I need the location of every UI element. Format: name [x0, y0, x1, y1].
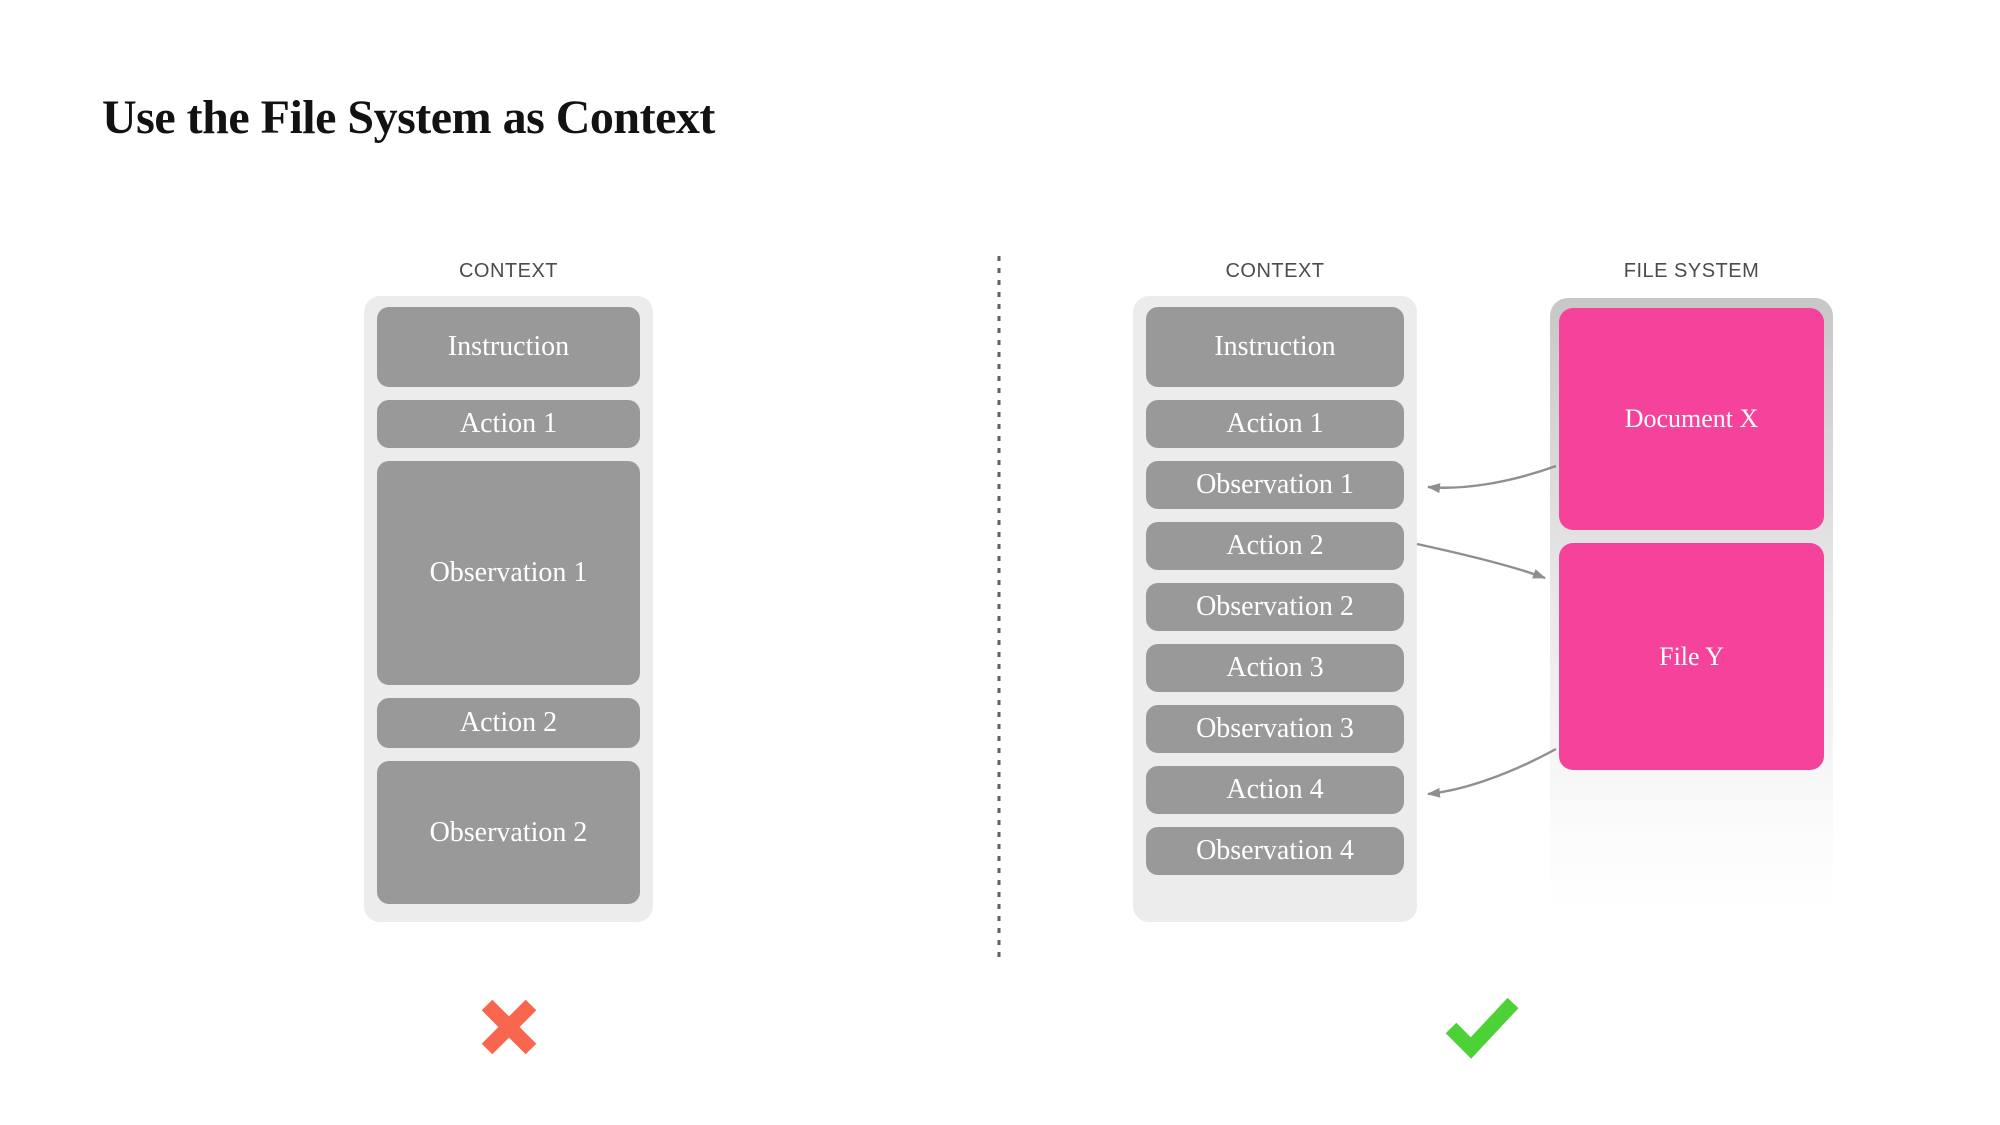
file-system-panel: Document X File Y: [1550, 298, 1833, 915]
cross-icon: [481, 999, 537, 1055]
left-box-instruction: Instruction: [377, 307, 640, 387]
right-box-observation-3: Observation 3: [1146, 705, 1404, 753]
arrow-file-y-to-action-4: [1427, 747, 1557, 798]
right-context-panel: Instruction Action 1 Observation 1 Actio…: [1133, 296, 1417, 922]
check-icon: [1445, 997, 1519, 1059]
file-system-box-document-x: Document X: [1559, 308, 1824, 530]
right-box-action-3: Action 3: [1146, 644, 1404, 692]
arrow-document-x-to-observation-1: [1427, 464, 1557, 494]
right-box-observation-4: Observation 4: [1146, 827, 1404, 875]
file-system-header: FILE SYSTEM: [1623, 260, 1760, 282]
right-context-header: CONTEXT: [1225, 260, 1325, 282]
right-box-action-4: Action 4: [1146, 766, 1404, 814]
left-box-action-1: Action 1: [377, 400, 640, 448]
right-box-instruction: Instruction: [1146, 307, 1404, 387]
left-box-observation-1: Observation 1: [377, 461, 640, 685]
right-box-observation-2: Observation 2: [1146, 583, 1404, 631]
file-system-box-file-y: File Y: [1559, 543, 1824, 770]
left-context-panel: Instruction Action 1 Observation 1 Actio…: [364, 296, 653, 922]
left-box-action-2: Action 2: [377, 698, 640, 748]
left-box-observation-2: Observation 2: [377, 761, 640, 904]
right-box-action-2: Action 2: [1146, 522, 1404, 570]
right-box-action-1: Action 1: [1146, 400, 1404, 448]
left-context-header: CONTEXT: [458, 260, 559, 282]
arrow-action-2-to-file-y: [1416, 542, 1546, 580]
page-title: Use the File System as Context: [102, 91, 715, 144]
right-box-observation-1: Observation 1: [1146, 461, 1404, 509]
